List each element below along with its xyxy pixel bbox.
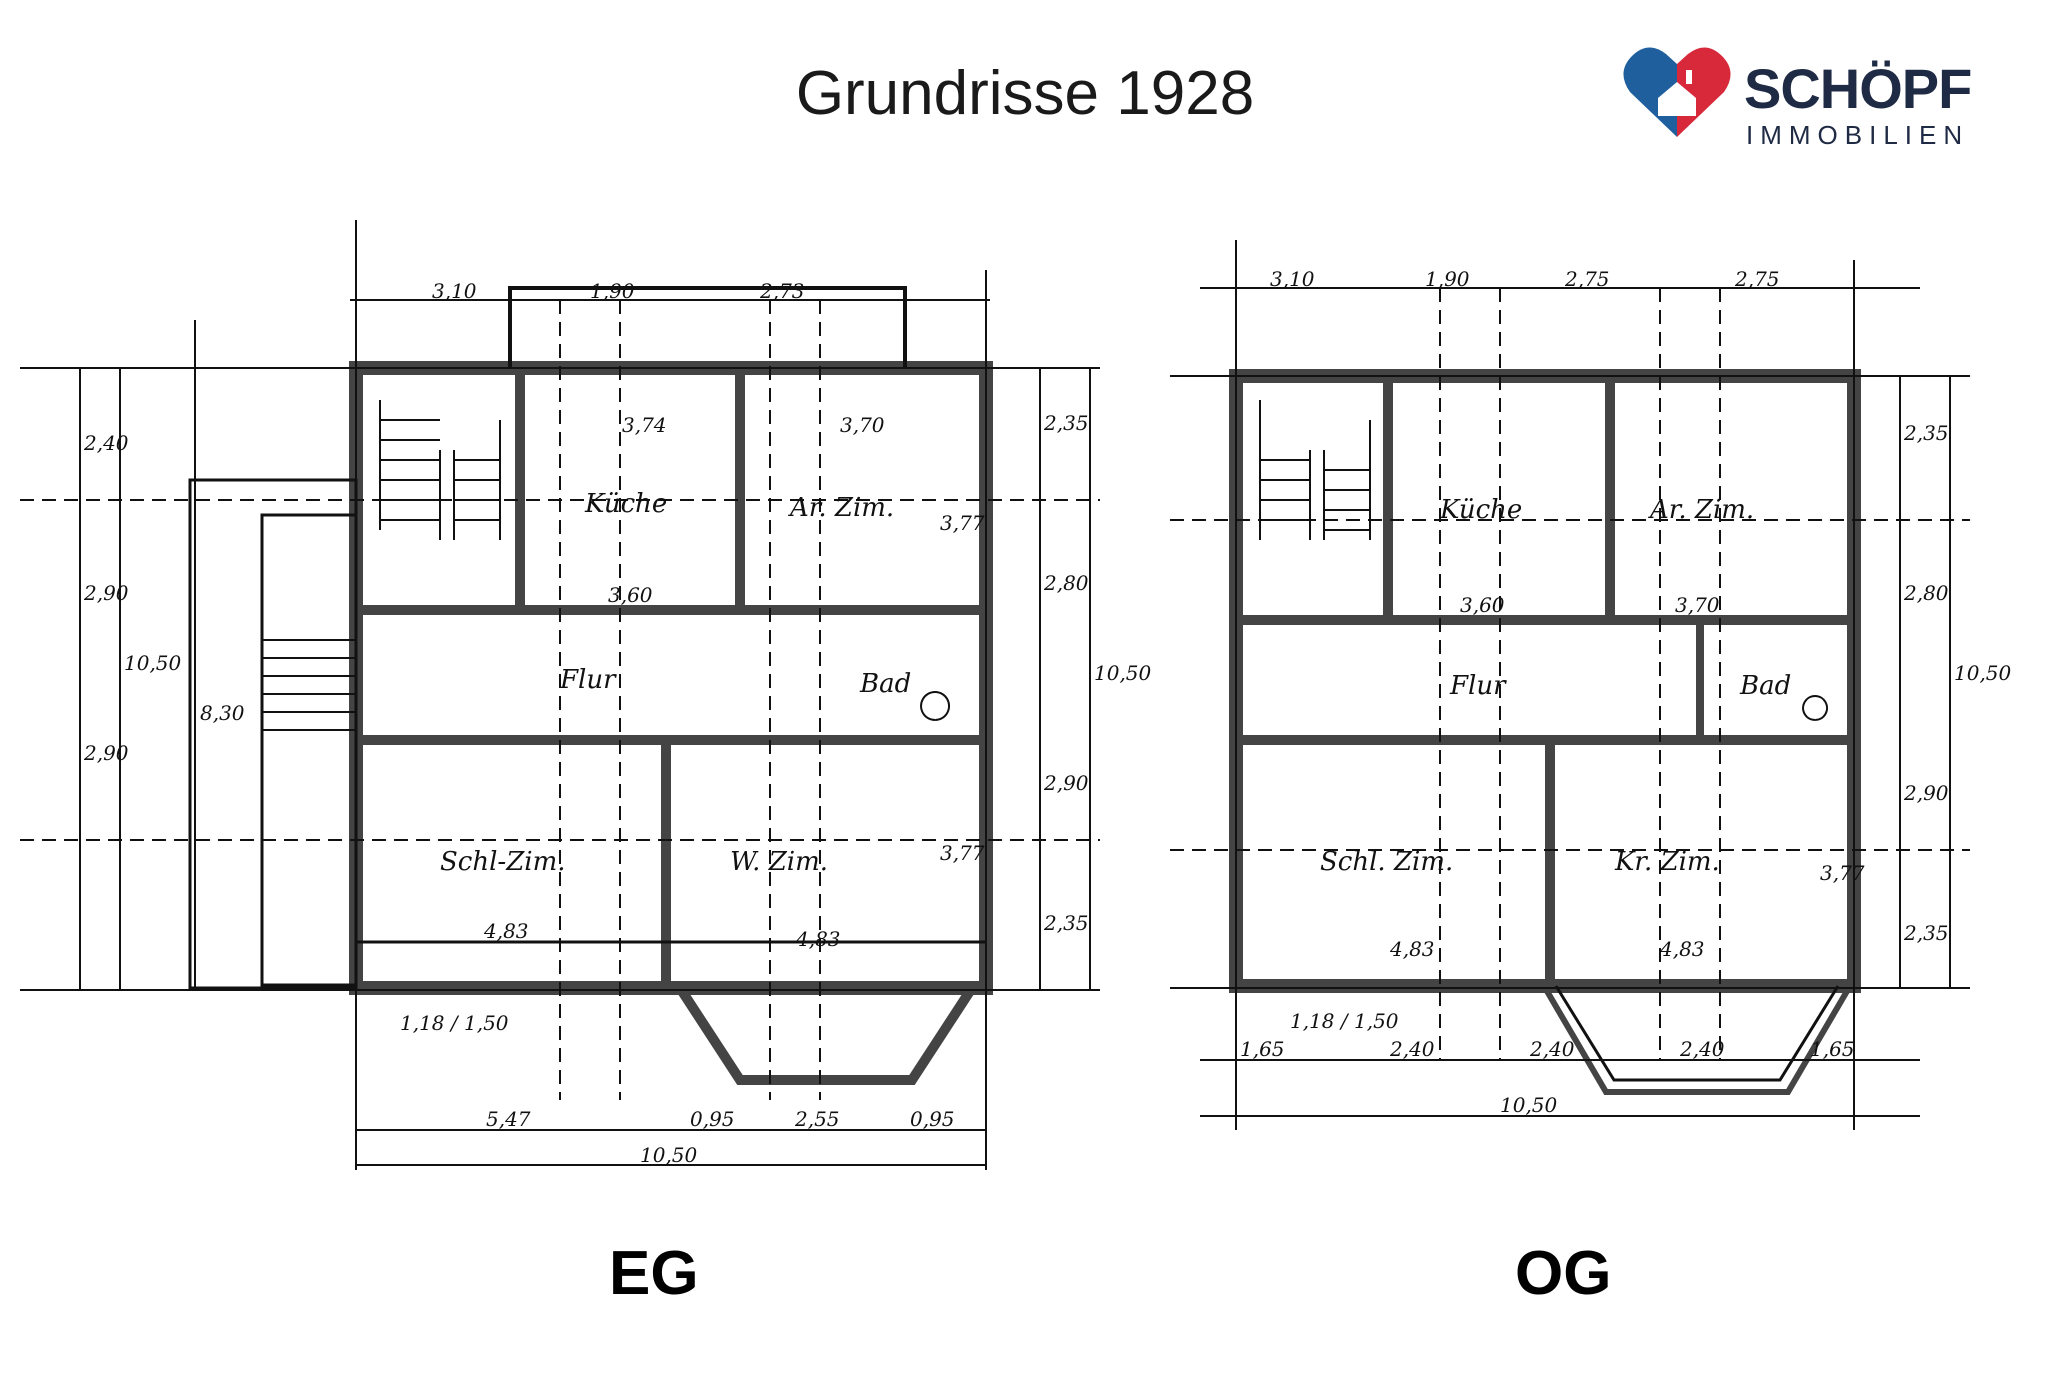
- eg-dim-window: 1,18 / 1,50: [400, 1011, 509, 1035]
- og-dim-inner-2: 3,70: [1675, 593, 1720, 617]
- og-dim-right-total: 10,50: [1954, 661, 2012, 685]
- og-dim-window: 1,18 / 1,50: [1290, 1009, 1399, 1033]
- eg-room-schlafzimmer: Schl-Zim.: [440, 847, 566, 877]
- eg-dim-top-a: 3,10: [432, 279, 477, 303]
- eg-room-flur: Flur: [559, 665, 617, 695]
- eg-dim-inner-2: 3,70: [840, 413, 885, 437]
- eg-room-wohnzimmer: W. Zim.: [730, 847, 828, 877]
- eg-dim-left-b: 2,90: [83, 581, 129, 605]
- og-dim-top-d: 2,75: [1734, 267, 1780, 291]
- eg-dim-bottom-c: 2,55: [794, 1107, 840, 1131]
- eg-dim-left-c: 2,90: [83, 741, 129, 765]
- og-dim-right-a: 2,35: [1903, 421, 1949, 445]
- og-dim-bottom-e: 1,65: [1810, 1037, 1855, 1061]
- og-room-bad: Bad: [1739, 671, 1791, 701]
- floor-label-og: OG: [1515, 1239, 1612, 1308]
- eg-dim-inner-4: 3,77: [940, 511, 985, 535]
- og-dim-top-b: 1,90: [1425, 267, 1470, 291]
- og-dim-top-c: 2,75: [1564, 267, 1610, 291]
- eg-dim-right-c: 2,90: [1043, 771, 1089, 795]
- eg-dim-bottom-d: 0,95: [910, 1107, 955, 1131]
- og-dim-top-a: 3,10: [1270, 267, 1315, 291]
- eg-dim-left-a: 2,40: [83, 431, 129, 455]
- eg-dim-total: 10,50: [640, 1143, 698, 1167]
- company-logo: SCHÖPF IMMOBILIEN: [1622, 42, 1982, 152]
- og-dim-inner-3: 4,83: [1389, 937, 1435, 961]
- og-room-wohnzimmer: Kr. Zim.: [1614, 847, 1720, 877]
- og-dim-right-b: 2,80: [1903, 581, 1949, 605]
- eg-dim-inner-3: 3,60: [608, 583, 653, 607]
- logo-subtitle: IMMOBILIEN: [1746, 120, 1970, 150]
- eg-dim-right-total: 10,50: [1094, 661, 1152, 685]
- og-room-flur: Flur: [1449, 671, 1507, 701]
- eg-dim-right-b: 2,80: [1043, 571, 1089, 595]
- eg-dim-inner-5: 4,83: [483, 919, 529, 943]
- og-dim-inner-1: 3,60: [1460, 593, 1505, 617]
- eg-dim-bottom-a: 5,47: [486, 1107, 531, 1131]
- eg-room-arbeitszimmer: Ar. Zim.: [788, 493, 894, 523]
- og-dim-bottom-c: 2,40: [1529, 1037, 1575, 1061]
- og-dim-inner-5: 3,77: [1820, 861, 1865, 885]
- eg-dim-top-b: 1,90: [590, 279, 635, 303]
- og-dim-right-c: 2,90: [1903, 781, 1949, 805]
- floor-label-eg: EG: [609, 1239, 699, 1308]
- page-title: Grundrisse 1928: [795, 59, 1255, 128]
- floor-plan-og: Küche Ar. Zim. Flur Bad Schl. Zim. Kr. Z…: [1160, 200, 2012, 1180]
- eg-dim-stair: 8,30: [200, 701, 245, 725]
- og-dim-total: 10,50: [1500, 1093, 1558, 1117]
- og-room-arbeitszimmer: Ar. Zim.: [1648, 495, 1754, 525]
- eg-room-kueche: Küche: [584, 489, 667, 519]
- eg-dim-inner-1: 3,74: [622, 413, 667, 437]
- og-dim-inner-4: 4,83: [1659, 937, 1705, 961]
- eg-dim-bottom-b: 0,95: [690, 1107, 735, 1131]
- eg-dim-inner-7: 3,77: [940, 841, 985, 865]
- eg-dim-right-a: 2,35: [1043, 411, 1089, 435]
- og-room-schlafzimmer: Schl. Zim.: [1320, 847, 1453, 877]
- eg-dim-top-c: 2,73: [759, 279, 805, 303]
- og-dim-bottom-d: 2,40: [1679, 1037, 1725, 1061]
- eg-dim-left-total: 10,50: [124, 651, 182, 675]
- floor-plan-eg: Küche Ar. Zim. Flur Bad Schl-Zim. W. Zim…: [0, 200, 1152, 1220]
- og-dim-right-d: 2,35: [1903, 921, 1949, 945]
- logo-wordmark: SCHÖPF: [1744, 57, 1972, 120]
- eg-dim-right-d: 2,35: [1043, 911, 1089, 935]
- og-dim-bottom-a: 1,65: [1240, 1037, 1285, 1061]
- heart-house-icon: [1623, 47, 1731, 137]
- eg-room-bad: Bad: [859, 669, 911, 699]
- og-dim-bottom-b: 2,40: [1389, 1037, 1435, 1061]
- og-room-kueche: Küche: [1439, 495, 1522, 525]
- eg-dim-inner-6: 4,83: [795, 927, 841, 951]
